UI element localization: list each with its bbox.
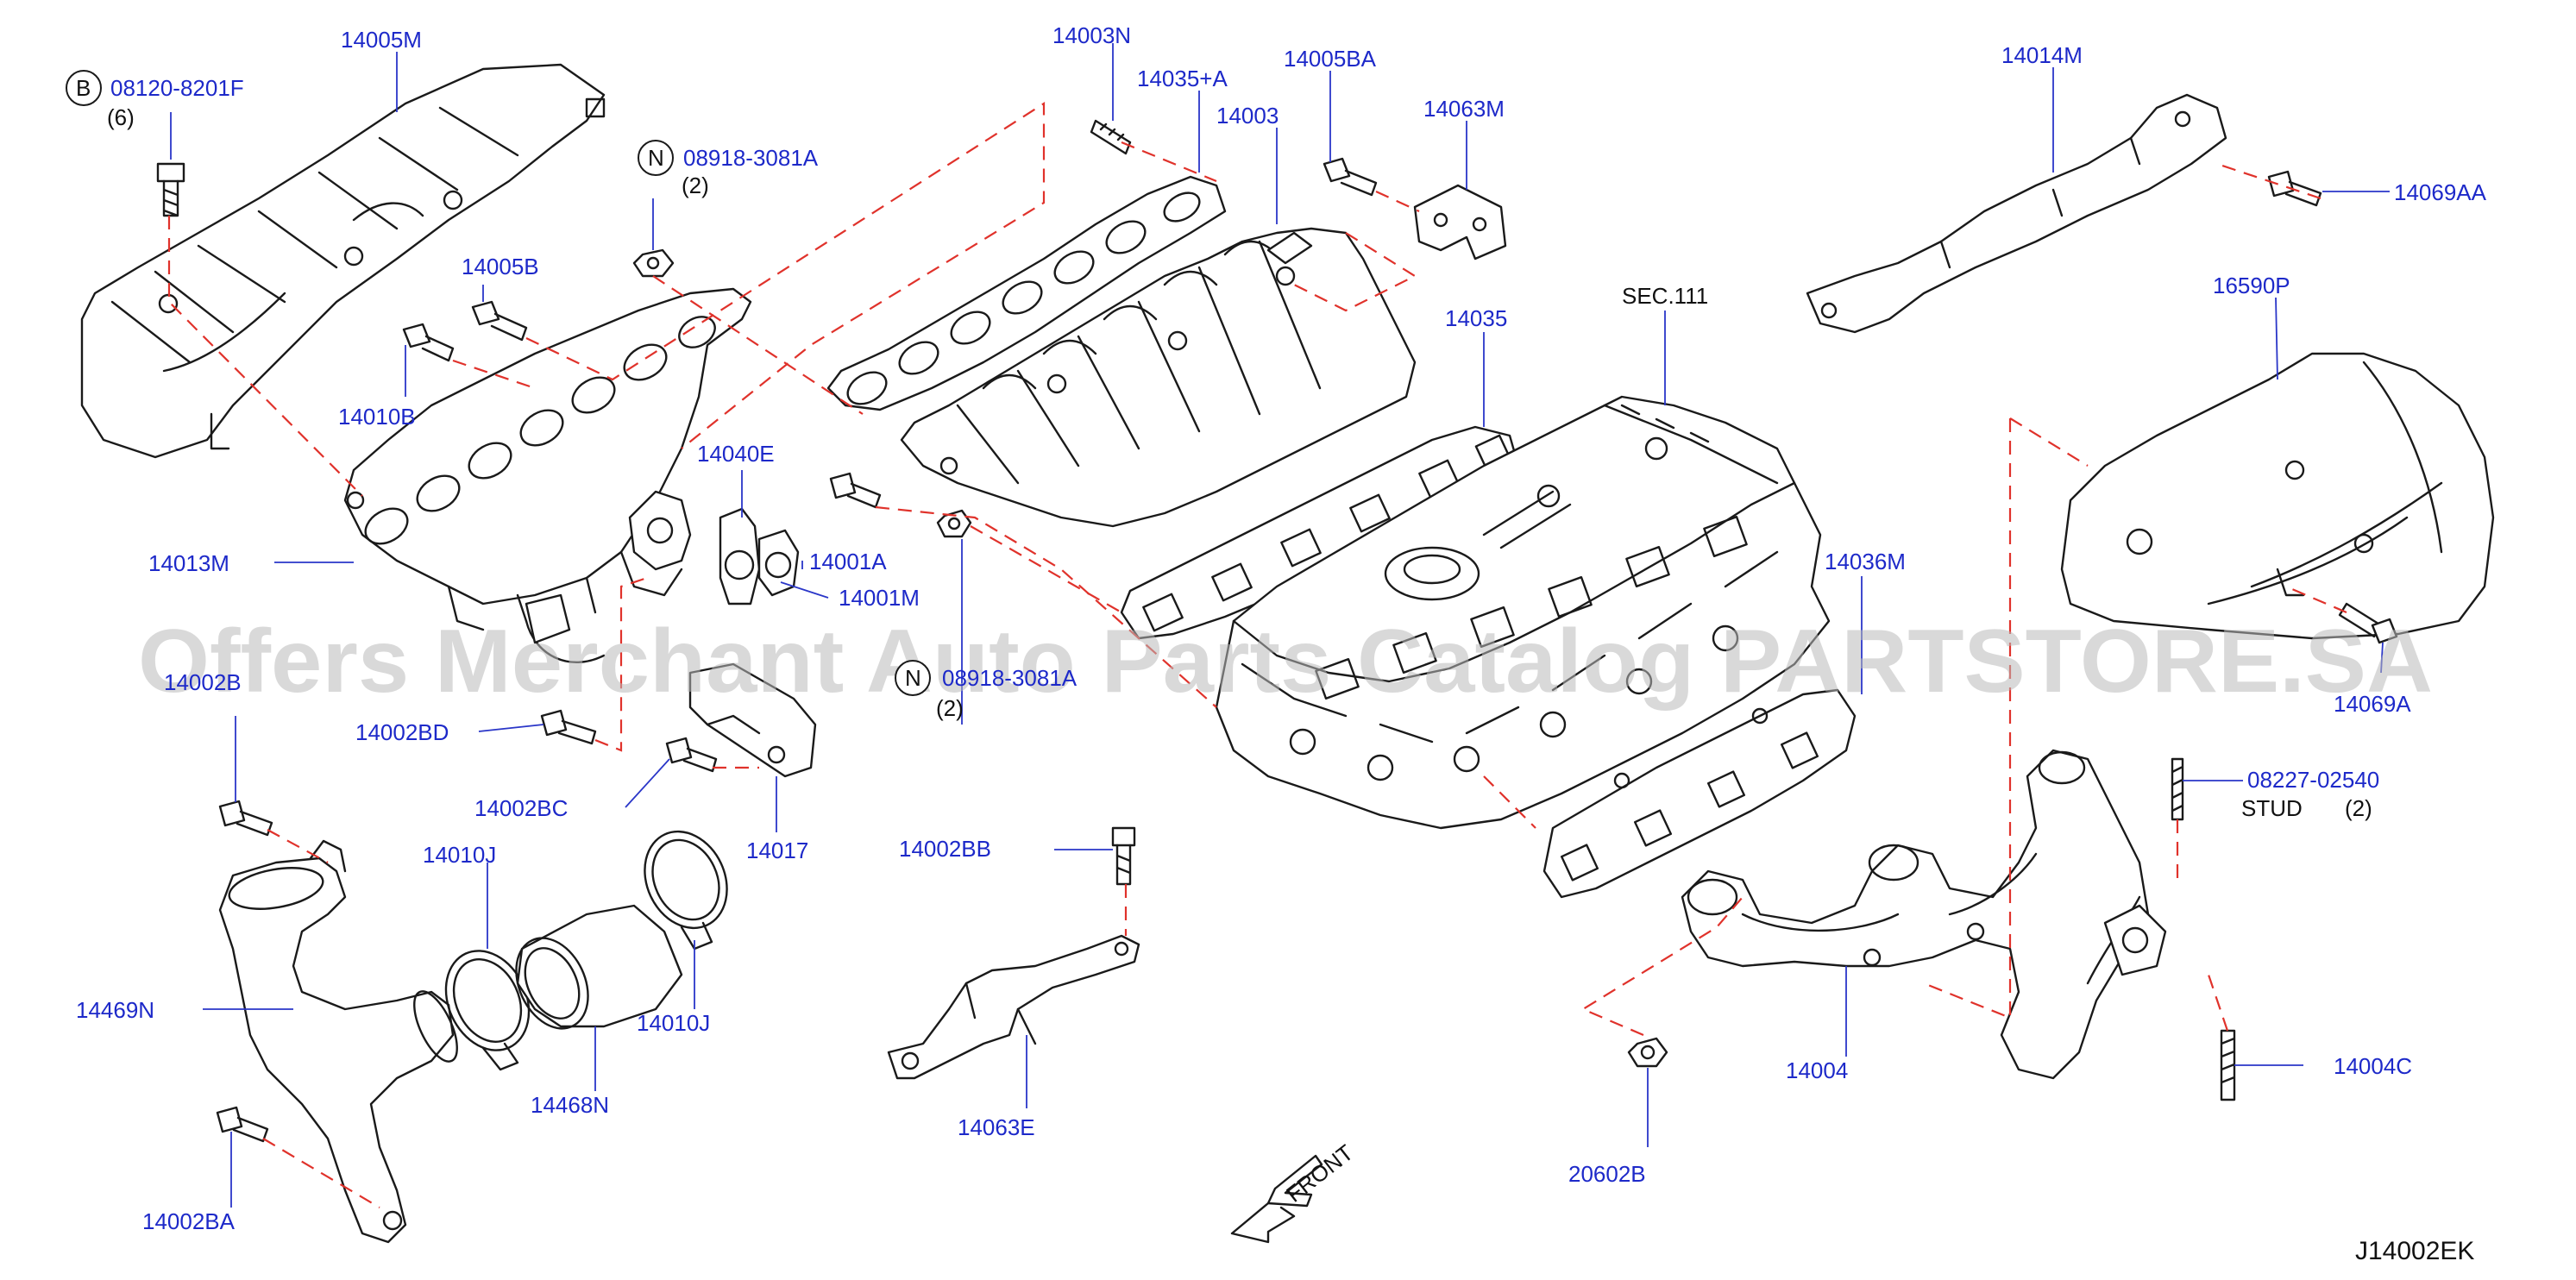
bolt-14005ba: [1323, 157, 1378, 197]
label-14005ba[interactable]: 14005BA: [1284, 46, 1377, 72]
nut-08918-bottom: [936, 509, 972, 538]
label-14040e[interactable]: 14040E: [697, 441, 775, 467]
label-08918-3081a-top[interactable]: 08918-3081A: [683, 145, 819, 171]
qty-6: (6): [107, 104, 135, 130]
bolt-14001a: [829, 472, 882, 509]
label-14010b[interactable]: 14010B: [338, 404, 416, 430]
label-14004[interactable]: 14004: [1786, 1057, 1848, 1083]
nut-20602b: [1627, 1037, 1668, 1068]
hose-14468n: [515, 904, 683, 1030]
label-14010j-top[interactable]: 14010J: [423, 842, 496, 868]
qty-2-stud: (2): [2345, 795, 2372, 821]
label-14035[interactable]: 14035: [1445, 305, 1507, 331]
gasket-14035a: [826, 175, 1227, 411]
label-14002bb[interactable]: 14002BB: [899, 836, 991, 862]
intake-pipe-14469n: [218, 839, 458, 1244]
heat-shield-14005m: [80, 63, 606, 459]
qty-2-bottom: (2): [936, 695, 964, 721]
nut-08918-top: [632, 248, 675, 278]
drawing-code: J14002EK: [2355, 1237, 2474, 1265]
label-14063m[interactable]: 14063M: [1423, 96, 1505, 122]
label-08227-02540[interactable]: 08227-02540: [2247, 767, 2379, 793]
label-14468n[interactable]: 14468N: [531, 1092, 609, 1118]
cylinder-head: [1215, 395, 1831, 830]
dashed-guides: [167, 101, 2347, 1208]
label-14036m[interactable]: 14036M: [1825, 549, 1906, 574]
label-14035a[interactable]: 14035+A: [1137, 66, 1228, 91]
label-14002bd[interactable]: 14002BD: [355, 719, 449, 745]
label-14005b[interactable]: 14005B: [462, 254, 539, 279]
bolt-14069aa: [2267, 170, 2322, 207]
clamp-14010j-right: [644, 830, 728, 951]
label-14017[interactable]: 14017: [746, 838, 808, 863]
label-14069a[interactable]: 14069A: [2334, 691, 2411, 717]
stud-14003n: [1090, 119, 1132, 155]
nut-symbol-top: N: [648, 145, 664, 171]
label-14001a[interactable]: 14001A: [809, 549, 887, 574]
bracket-14014m: [1806, 93, 2227, 334]
bracket-14017: [525, 593, 817, 778]
bracket-14063e: [887, 934, 1140, 1080]
label-14013m[interactable]: 14013M: [148, 550, 229, 576]
label-14469n[interactable]: 14469N: [76, 997, 154, 1023]
label-08918-3081a-bottom[interactable]: 08918-3081A: [942, 665, 1078, 691]
line-art: [80, 63, 2495, 1244]
bolt-08120-8201f: [156, 162, 185, 217]
label-14014m[interactable]: 14014M: [2001, 42, 2083, 68]
label-14001m[interactable]: 14001M: [839, 585, 920, 611]
label-14010j-bottom[interactable]: 14010J: [637, 1010, 710, 1036]
stud-08227-02540: [2171, 757, 2184, 821]
label-stud: STUD: [2241, 795, 2303, 821]
label-08120-8201f[interactable]: 08120-8201F: [110, 75, 244, 101]
label-16590p[interactable]: 16590P: [2213, 273, 2290, 298]
label-14005m[interactable]: 14005M: [341, 27, 422, 53]
symbols: B N N: [66, 70, 931, 696]
watermark-text: Offers Merchant Auto Parts Catalog PARTS…: [138, 612, 2433, 712]
bolt-14005b: [471, 300, 528, 342]
heat-shield-16590p: [2060, 352, 2495, 640]
label-14003[interactable]: 14003: [1216, 103, 1279, 129]
label-14002ba[interactable]: 14002BA: [142, 1208, 236, 1234]
nut-symbol-bottom: N: [905, 665, 921, 691]
bolt-14010b: [402, 323, 455, 362]
bolt-symbol: B: [76, 75, 91, 101]
label-14003n[interactable]: 14003N: [1052, 22, 1131, 48]
label-sec-111[interactable]: SEC.111: [1622, 283, 1708, 309]
bolt-14002b: [218, 800, 273, 837]
front-arrow-icon: [1230, 1154, 1323, 1244]
intake-manifold-14013m: [343, 287, 752, 664]
label-14002b[interactable]: 14002B: [164, 669, 242, 695]
exhaust-manifold-14004: [1681, 749, 2167, 1080]
bolt-14002bb: [1111, 826, 1136, 886]
label-20602b[interactable]: 20602B: [1568, 1161, 1646, 1187]
label-14063e[interactable]: 14063E: [958, 1114, 1035, 1140]
intake-manifold-14003: [900, 227, 1417, 528]
leader-lines: [170, 43, 2390, 1208]
label-14002bc[interactable]: 14002BC: [474, 795, 568, 821]
bracket-14063m: [1413, 184, 1507, 260]
bolt-14002bd: [540, 709, 597, 745]
egr-tube-14040e: [628, 490, 800, 605]
part-labels: 14005M 08120-8201F (6) 08918-3081A (2) 1…: [76, 22, 2487, 1265]
label-14069aa[interactable]: 14069AA: [2394, 179, 2487, 205]
stud-14004c: [2220, 1029, 2236, 1101]
bolt-14002ba: [216, 1106, 269, 1143]
gasket-14036m: [1542, 688, 1857, 899]
label-14004c[interactable]: 14004C: [2334, 1053, 2412, 1079]
bolt-14002bc: [665, 737, 718, 773]
qty-2-top: (2): [682, 173, 709, 198]
